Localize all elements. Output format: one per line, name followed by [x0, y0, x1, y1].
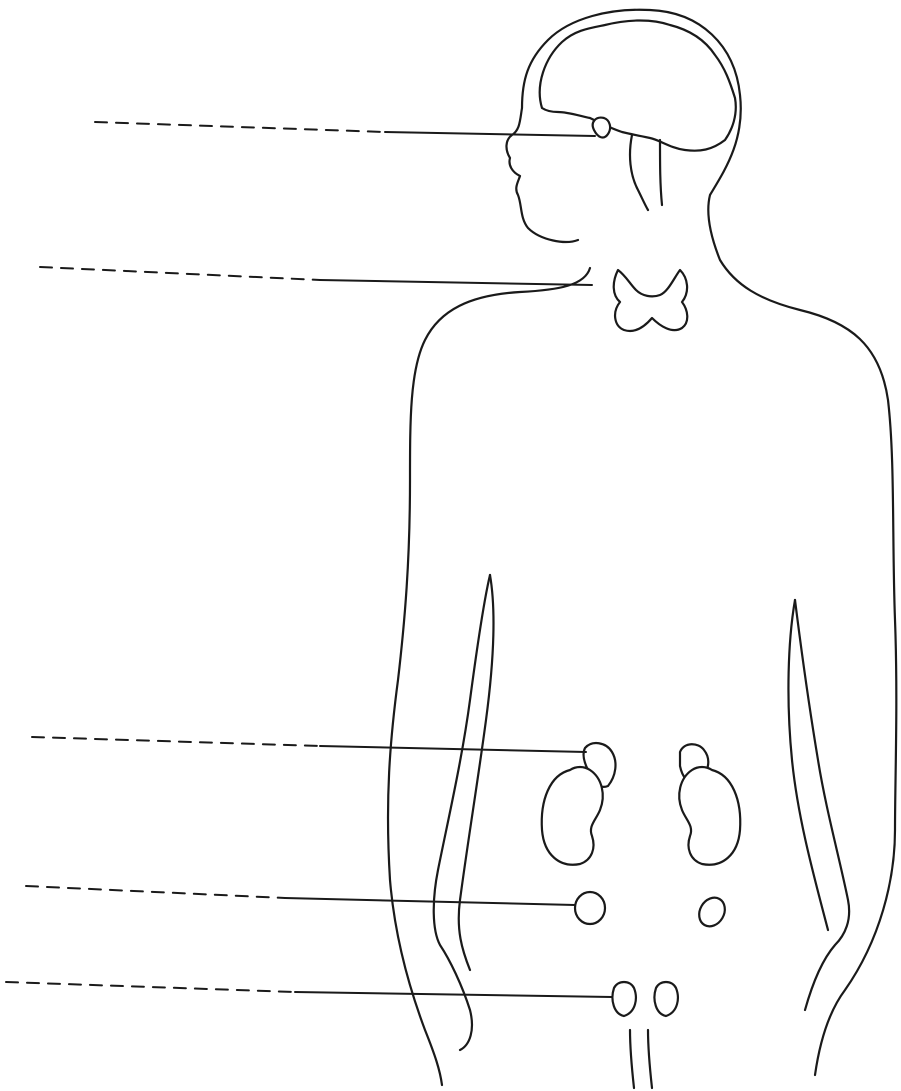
right-arm-inner	[788, 600, 828, 930]
leader-testis	[6, 982, 612, 997]
testis-right	[654, 982, 677, 1016]
left-arm-inner	[459, 575, 494, 970]
leader-thyroid	[40, 267, 592, 285]
right-arm-contour	[795, 600, 849, 1010]
leader-adrenal	[32, 737, 586, 752]
ovary-right	[694, 893, 730, 931]
kidney-left	[542, 767, 603, 865]
torso-center-right	[648, 1030, 652, 1088]
spinal-cord	[660, 140, 662, 205]
testis-left	[612, 982, 635, 1016]
kidney-right	[679, 767, 740, 865]
leader-ovary	[26, 886, 575, 905]
torso-center-left	[630, 1030, 634, 1088]
body-outline-left	[388, 268, 590, 1085]
brainstem	[630, 135, 648, 210]
thyroid-gland	[614, 270, 688, 331]
ovary-left	[575, 892, 605, 924]
left-arm-contour	[434, 575, 490, 1050]
brain-outline	[540, 20, 736, 150]
pituitary-gland	[593, 118, 610, 138]
